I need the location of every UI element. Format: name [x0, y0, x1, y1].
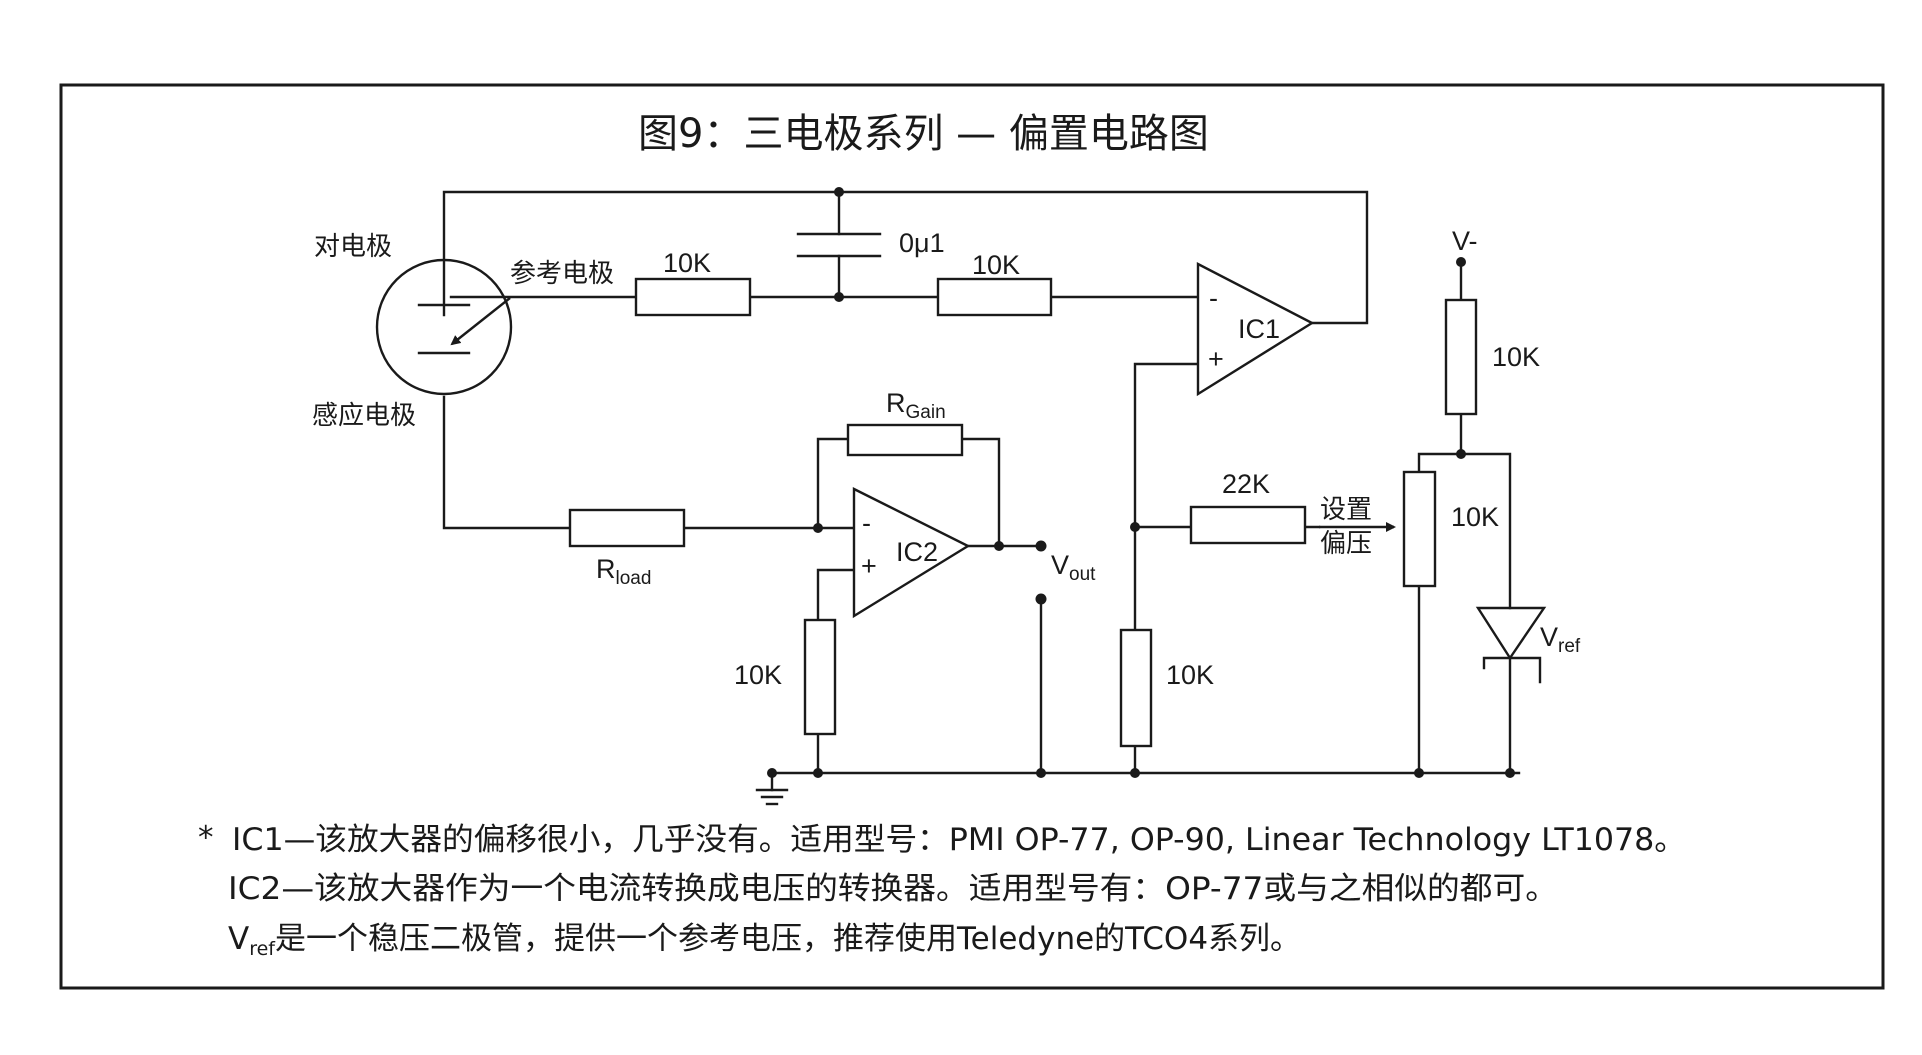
- note-line-3: Vref是一个稳压二极管，提供一个参考电压，推荐使用Teledyne的TCO4系…: [228, 921, 1301, 960]
- electrode-sensor-icon: [375, 258, 513, 396]
- label-cap: 0μ1: [899, 228, 945, 258]
- resistor-ic1-10k: [936, 277, 1053, 317]
- label-rgain: RGain: [886, 388, 946, 423]
- resistor-ic2-plus-10k: [803, 618, 837, 736]
- ic2-opamp-icon: [852, 487, 971, 619]
- label-r-22k: 22K: [1222, 469, 1270, 499]
- label-rload: Rload: [596, 554, 651, 589]
- label-bias-line2: 偏压: [1320, 529, 1372, 559]
- label-vminus: V-: [1452, 226, 1478, 256]
- note-line-1: IC1—该放大器的偏移很小，几乎没有。适用型号：PMI OP-77, OP-90…: [232, 822, 1686, 858]
- label-ic2-minus: -: [862, 508, 871, 538]
- label-r-ref: 10K: [663, 248, 711, 278]
- ground-icon: [755, 788, 789, 806]
- label-vref: Vref: [1540, 622, 1581, 657]
- potentiometer-10k: [1402, 470, 1437, 588]
- label-vout: Vout: [1051, 550, 1096, 585]
- resistor-22k: [1189, 505, 1307, 545]
- label-sensing-electrode: 感应电极: [312, 401, 416, 431]
- figure-frame: [59, 83, 1885, 990]
- note-line-2: IC2—该放大器作为一个电流转换成电压的转换器。适用型号有：OP-77或与之相似…: [228, 871, 1558, 907]
- label-counter-electrode: 对电极: [314, 232, 392, 262]
- label-r-bias-divider: 10K: [1166, 660, 1214, 690]
- resistor-rload: [568, 508, 686, 548]
- zener-diode-icon: [1475, 606, 1547, 684]
- label-reference-electrode: 参考电极: [510, 259, 614, 289]
- label-r-vminus: 10K: [1492, 342, 1540, 372]
- resistor-bias-10k: [1119, 628, 1153, 748]
- junction-dots: [767, 187, 1515, 778]
- resistor-vminus-10k: [1444, 298, 1478, 416]
- label-ic2-plus: +: [861, 551, 877, 581]
- label-ic1-minus: -: [1209, 283, 1218, 313]
- capacitor-icon: [796, 232, 882, 258]
- ic1-opamp-icon: [1196, 262, 1315, 397]
- label-pot: 10K: [1451, 502, 1499, 532]
- label-r-ic2-plus: 10K: [734, 660, 782, 690]
- label-bias-line1: 设置: [1320, 495, 1372, 525]
- resistor-rgain: [846, 423, 964, 457]
- label-ic1: IC1: [1238, 314, 1280, 344]
- label-r-ic1-in: 10K: [972, 250, 1020, 280]
- note-bullet: *: [198, 820, 214, 856]
- figure-title: 图9：三电极系列 — 偏置电路图: [638, 111, 1209, 157]
- label-ic2: IC2: [896, 537, 938, 567]
- resistor-ref-10k: [634, 277, 752, 317]
- label-ic1-plus: +: [1208, 344, 1224, 374]
